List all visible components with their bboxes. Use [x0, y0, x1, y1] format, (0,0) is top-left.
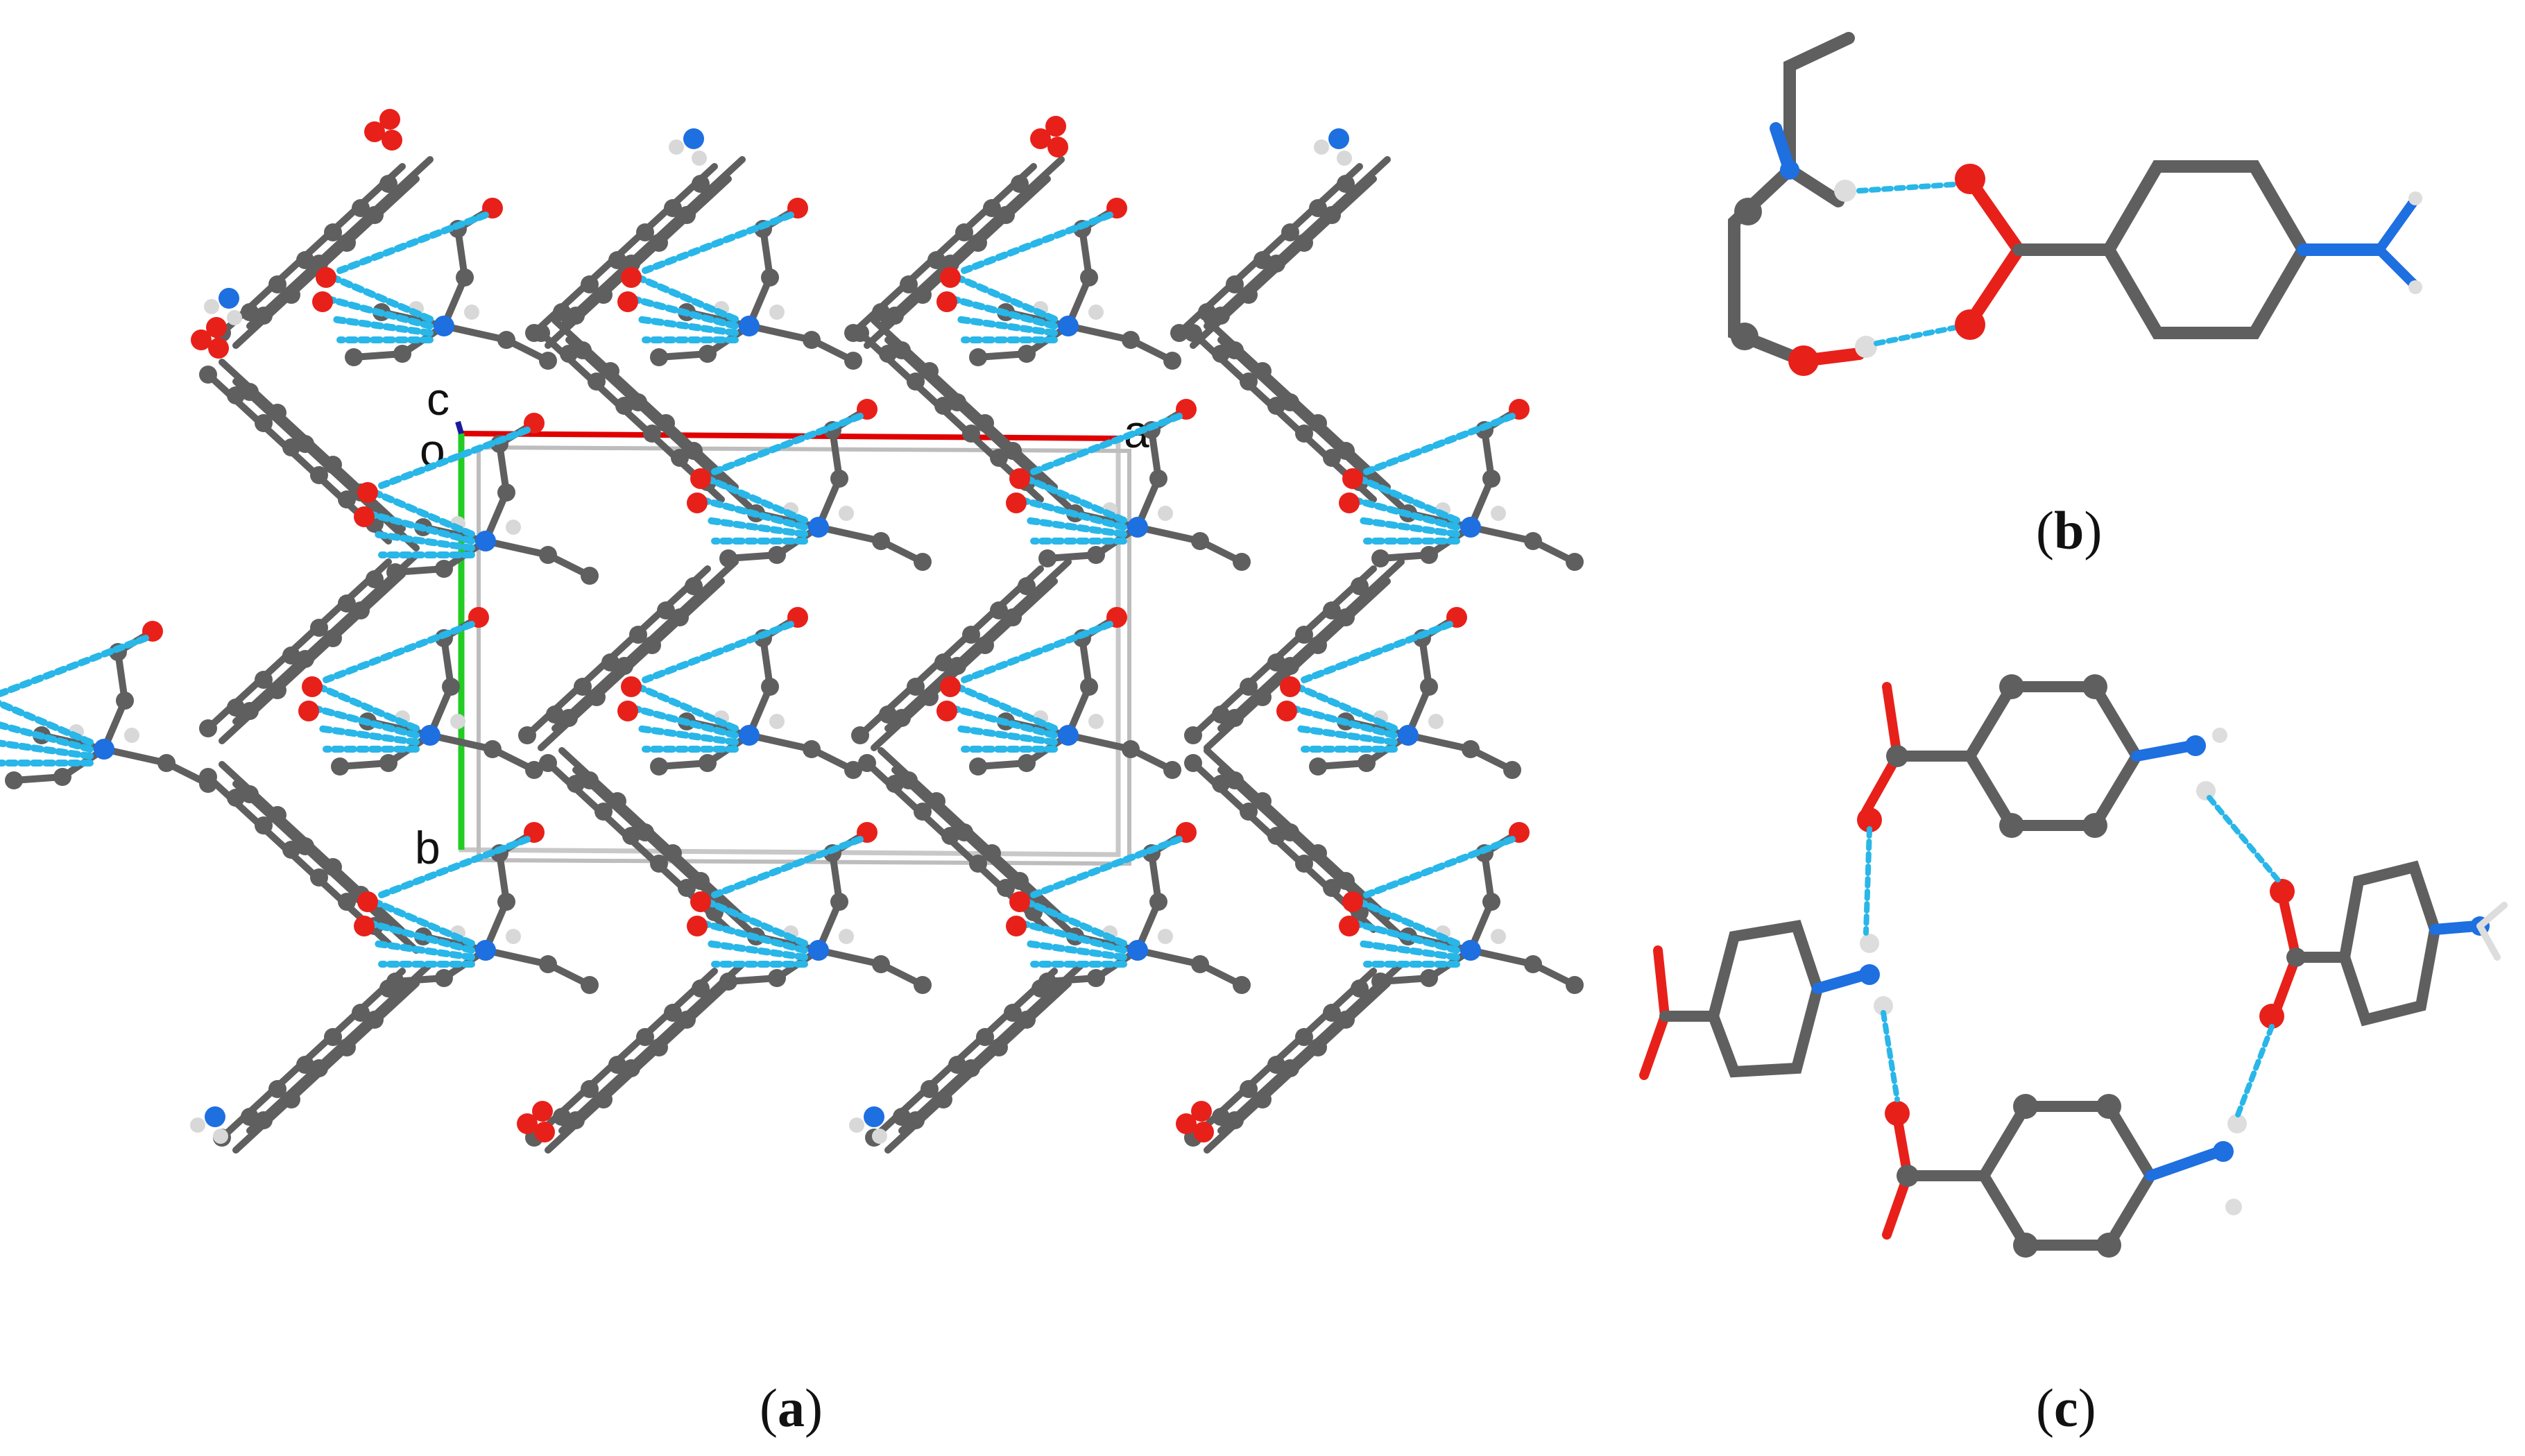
cell-axis-a — [461, 431, 1119, 441]
caption-c-open: ( — [2036, 1378, 2054, 1438]
panel-b-molecular-pair — [1728, 32, 2422, 376]
molecule-layer — [0, 109, 1584, 1150]
caption-c-close: ) — [2078, 1378, 2096, 1438]
caption-panel-b: (b) — [2036, 499, 2102, 562]
caption-a-close: ) — [804, 1378, 823, 1438]
caption-panel-c: (c) — [2036, 1377, 2096, 1439]
caption-a-letter: a — [777, 1378, 805, 1438]
caption-a-open: ( — [760, 1378, 778, 1438]
axis-label-c: c — [427, 373, 450, 425]
caption-b-open: ( — [2036, 500, 2054, 560]
caption-c-letter: c — [2053, 1378, 2078, 1438]
caption-panel-a: (a) — [760, 1377, 823, 1439]
caption-b-close: ) — [2084, 500, 2103, 560]
cell-axis-c — [455, 420, 464, 435]
panel-c-hbond-ring — [1639, 674, 2508, 1258]
axis-label-b: b — [415, 822, 440, 873]
caption-b-letter: b — [2053, 500, 2085, 560]
panel-a-packing: c o a b — [0, 109, 1584, 1150]
